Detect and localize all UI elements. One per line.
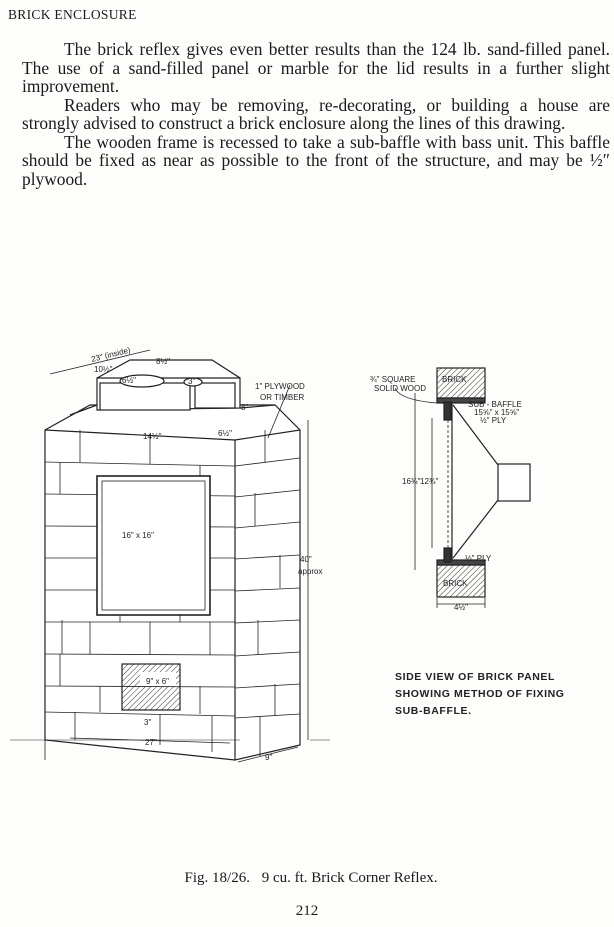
top-frame <box>69 359 276 416</box>
brick-enclosure-drawing <box>10 349 330 763</box>
svg-text:approx: approx <box>298 567 322 576</box>
figure-number: Fig. 18/26. <box>184 870 250 886</box>
paragraph: The brick reflex gives even better resul… <box>22 39 610 96</box>
svg-text:SUB-BAFFLE.: SUB-BAFFLE. <box>395 705 472 717</box>
svg-text:BRICK: BRICK <box>443 579 468 588</box>
svg-text:27": 27" <box>145 738 157 747</box>
svg-text:10½": 10½" <box>94 365 113 374</box>
svg-text:¾" SQUARE: ¾" SQUARE <box>370 375 416 384</box>
svg-text:14½": 14½" <box>143 432 162 441</box>
paragraph: The wooden frame is recessed to take a s… <box>22 131 610 189</box>
svg-text:½" PLY: ½" PLY <box>465 554 492 563</box>
svg-text:8": 8" <box>241 403 248 412</box>
paragraph: Readers who may be removing, re-decorati… <box>22 94 610 133</box>
svg-text:9" x 6": 9" x 6" <box>146 677 169 686</box>
svg-text:BRICK: BRICK <box>442 375 467 384</box>
svg-text:SUB - BAFFLE: SUB - BAFFLE <box>468 400 522 409</box>
svg-text:½" PLY: ½" PLY <box>480 416 507 425</box>
svg-text:15⅝" x 15⅝": 15⅝" x 15⅝" <box>474 408 519 417</box>
front-panel <box>96 475 211 616</box>
svg-text:3": 3" <box>188 377 195 386</box>
svg-text:6½": 6½" <box>122 376 136 385</box>
svg-text:16¾": 16¾" <box>402 477 421 486</box>
svg-text:OR TIMBER: OR TIMBER <box>260 393 305 402</box>
svg-text:SIDE VIEW OF BRICK PANEL: SIDE VIEW OF BRICK PANEL <box>395 671 555 683</box>
figure-title: 9 cu. ft. Brick Corner Reflex. <box>261 870 438 886</box>
svg-text:12¾": 12¾" <box>420 477 439 486</box>
svg-text:8½": 8½" <box>156 357 170 366</box>
svg-text:23" (inside): 23" (inside) <box>90 345 132 364</box>
svg-text:6½": 6½" <box>218 429 232 438</box>
page-number: 212 <box>295 903 319 919</box>
side-view-drawing <box>394 367 531 608</box>
svg-text:40": 40" <box>300 555 312 564</box>
svg-text:SHOWING METHOD OF FIXING: SHOWING METHOD OF FIXING <box>395 688 565 700</box>
svg-text:4½": 4½" <box>454 603 468 612</box>
svg-text:SOLID WOOD: SOLID WOOD <box>374 384 426 393</box>
svg-text:16" x 16": 16" x 16" <box>122 531 154 540</box>
svg-text:9": 9" <box>265 753 272 762</box>
running-head: BRICK ENCLOSURE <box>8 7 137 22</box>
side-view-labels: ¾" SQUARE SOLID WOOD BRICK SUB - BAFFLE … <box>370 375 565 717</box>
svg-text:1" PLYWOOD: 1" PLYWOOD <box>255 382 305 391</box>
svg-text:3": 3" <box>144 718 151 727</box>
figure-caption: Fig. 18/26. 9 cu. ft. Brick Corner Refle… <box>0 870 614 887</box>
body-text: The brick reflex gives even better resul… <box>22 40 610 188</box>
